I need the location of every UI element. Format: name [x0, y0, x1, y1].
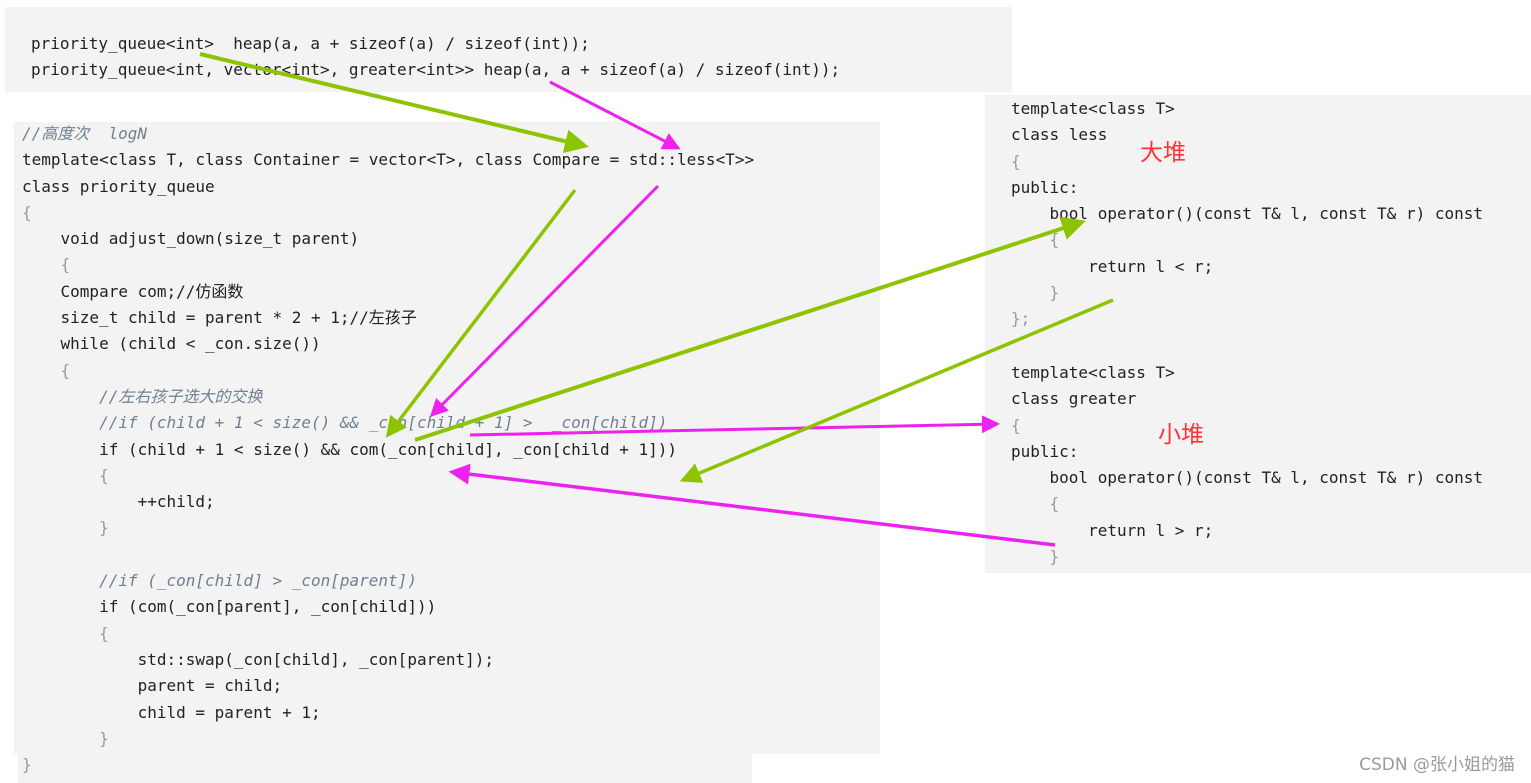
code-line: {	[22, 623, 109, 643]
greater-code-block: template<class T> class greater { public…	[1011, 360, 1483, 570]
code-line: };	[1011, 309, 1031, 329]
code-line: //左右孩子选大的交换	[22, 386, 263, 406]
code-line: priority_queue<int> heap(a, a + sizeof(a…	[31, 34, 590, 53]
code-line: }	[1011, 547, 1060, 567]
code-line: }	[22, 518, 109, 538]
code-line: while (child < _con.size())	[22, 334, 321, 354]
code-line: return l < r;	[1011, 256, 1214, 276]
code-line: template<class T, class Container = vect…	[22, 150, 755, 170]
big-heap-label: 大堆	[1140, 140, 1186, 166]
code-line: size_t child = parent * 2 + 1;//左孩子	[22, 308, 417, 328]
code-line: public:	[1011, 441, 1079, 461]
code-line: {	[22, 255, 71, 275]
small-heap-label: 小堆	[1158, 422, 1204, 448]
code-line: bool operator()(const T& l, const T& r) …	[1011, 468, 1484, 488]
code-line: {	[1011, 415, 1021, 435]
code-line: {	[22, 202, 32, 222]
code-line: if (com(_con[parent], _con[child]))	[22, 597, 437, 617]
code-line: {	[1011, 151, 1021, 171]
code-line: parent = child;	[22, 676, 283, 696]
code-line: }	[1011, 283, 1060, 303]
code-line: }	[22, 755, 32, 775]
main-code-block: //高度次 logN template<class T, class Conta…	[22, 121, 754, 778]
code-line: child = parent + 1;	[22, 702, 321, 722]
code-line: {	[22, 360, 71, 380]
csdn-watermark: CSDN @张小姐的猫	[1359, 755, 1515, 775]
code-line: return l > r;	[1011, 520, 1214, 540]
code-line: {	[1011, 230, 1060, 250]
code-line: void adjust_down(size_t parent)	[22, 229, 360, 249]
code-line: {	[22, 465, 109, 485]
code-line: ++child;	[22, 492, 215, 512]
code-line: {	[1011, 494, 1060, 514]
code-line: class priority_queue	[22, 176, 215, 196]
code-line: if (child + 1 < size() && com(_con[child…	[22, 439, 678, 459]
code-line: template<class T>	[1011, 99, 1175, 118]
code-line: template<class T>	[1011, 363, 1175, 382]
code-line: bool operator()(const T& l, const T& r) …	[1011, 204, 1484, 224]
code-line: class less	[1011, 125, 1108, 145]
top-code-block: priority_queue<int> heap(a, a + sizeof(a…	[31, 31, 840, 84]
code-line: class greater	[1011, 389, 1137, 409]
main-code-panel-tail	[18, 752, 752, 783]
code-line: //if (child + 1 < size() && _con[child +…	[22, 413, 668, 433]
code-line: //if (_con[child] > _con[parent])	[22, 571, 417, 591]
code-line: priority_queue<int, vector<int>, greater…	[31, 60, 841, 80]
code-line: std::swap(_con[child], _con[parent]);	[22, 649, 495, 669]
code-line: public:	[1011, 177, 1079, 197]
code-line: }	[22, 728, 109, 748]
code-line: Compare com;//仿函数	[22, 281, 244, 301]
less-code-block: template<class T> class less { public: b…	[1011, 96, 1483, 333]
code-line: //高度次 logN	[22, 124, 148, 143]
